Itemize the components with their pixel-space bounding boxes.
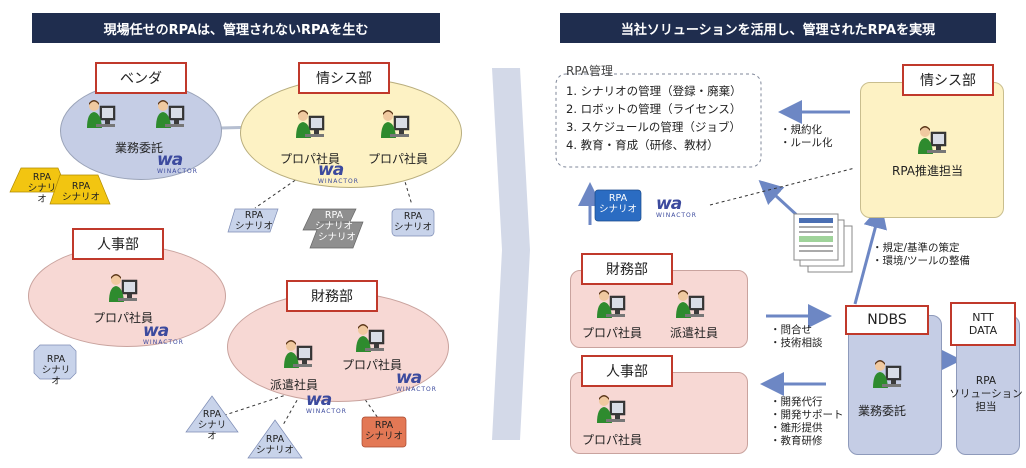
infosys-label-right: 情シス部 [902, 64, 994, 96]
scenario-parallelogram [227, 208, 279, 233]
policy-list: ・規定/基準の策定・環境/ツールの整備 [872, 242, 971, 267]
scenario-scroll-finance [361, 416, 407, 448]
services-list: ・開発代行・開発サポート ・雛形提供・教育研修 [770, 396, 844, 447]
person-icon [355, 322, 385, 356]
inquiry-list: ・問合せ・技術相談 [770, 324, 823, 349]
rpa-mgmt-item: 2. ロボットの管理（ライセンス） [566, 102, 742, 116]
rpa-mgmt-title: RPA管理 [566, 64, 614, 78]
hr-label-left: 人事部 [72, 228, 164, 260]
vendor-label: ベンダ [95, 62, 187, 94]
person-icon [86, 98, 116, 132]
finance-person1-label-right: プロパ社員 [582, 326, 643, 340]
finance-label-right: 財務部 [581, 253, 673, 285]
finance-person1-label: 派遣社員 [270, 378, 319, 392]
person-icon [155, 98, 185, 132]
person-icon [295, 108, 325, 142]
person-icon [108, 272, 138, 306]
hr-ellipse [28, 245, 226, 347]
scenario-scroll-infosys [391, 208, 435, 237]
finance-label-left: 財務部 [286, 280, 378, 312]
ndbs-role: 業務委託 [858, 404, 907, 418]
finance-person2-label: プロパ社員 [342, 358, 403, 372]
document-stack-icon [793, 213, 853, 273]
rpa-mgmt-box [555, 73, 762, 168]
hr-person-label-right: プロパ社員 [582, 433, 643, 447]
person-icon [675, 288, 705, 322]
scenario-triangle-1 [185, 395, 239, 433]
person-icon [872, 358, 902, 392]
ntt-data-label: NTT DATA [950, 302, 1016, 346]
hr-person-label: プロパ社員 [93, 311, 154, 325]
rpa-mgmt-item: 3. スケジュールの管理（ジョブ） [566, 120, 741, 134]
rpa-mgmt-list: 1. シナリオの管理（登録・廃棄） 2. ロボットの管理（ライセンス） 3. ス… [566, 82, 742, 154]
vendor-caption: 業務委託 [115, 141, 164, 155]
transition-chevron [492, 68, 530, 440]
person-icon [596, 393, 626, 427]
infosys-label-left: 情シス部 [298, 62, 390, 94]
left-header: 現場任せのRPAは、管理されないRPAを生む [32, 13, 440, 43]
hr-label-right: 人事部 [581, 355, 673, 387]
rpa-mgmt-item: 4. 教育・育成（研修、教材） [566, 138, 719, 152]
scenario-trapezoid-2 [49, 174, 111, 205]
person-icon [596, 288, 626, 322]
scenario-triangle-2 [247, 419, 303, 459]
person-icon [283, 338, 313, 372]
rules-list: ・規約化・ルール化 [780, 124, 833, 149]
infosys-person2-label: プロパ社員 [368, 152, 429, 166]
scenario-octagon [33, 344, 77, 380]
person-icon [917, 124, 947, 158]
finance-person2-label-right: 派遣社員 [670, 326, 719, 340]
infosys-person1-label: プロパ社員 [280, 152, 341, 166]
rpa-mgmt-item: 1. シナリオの管理（登録・廃棄） [566, 84, 742, 98]
ndbs-label: NDBS [845, 305, 929, 335]
rpa-promotion-role: RPA推進担当 [892, 164, 964, 178]
right-header: 当社ソリューションを活用し、管理されたRPAを実現 [560, 13, 996, 43]
vendor-ellipse [60, 82, 222, 180]
scenario-parallelogram-gray [309, 221, 364, 249]
scenario-scroll-right [594, 189, 642, 222]
person-icon [380, 108, 410, 142]
